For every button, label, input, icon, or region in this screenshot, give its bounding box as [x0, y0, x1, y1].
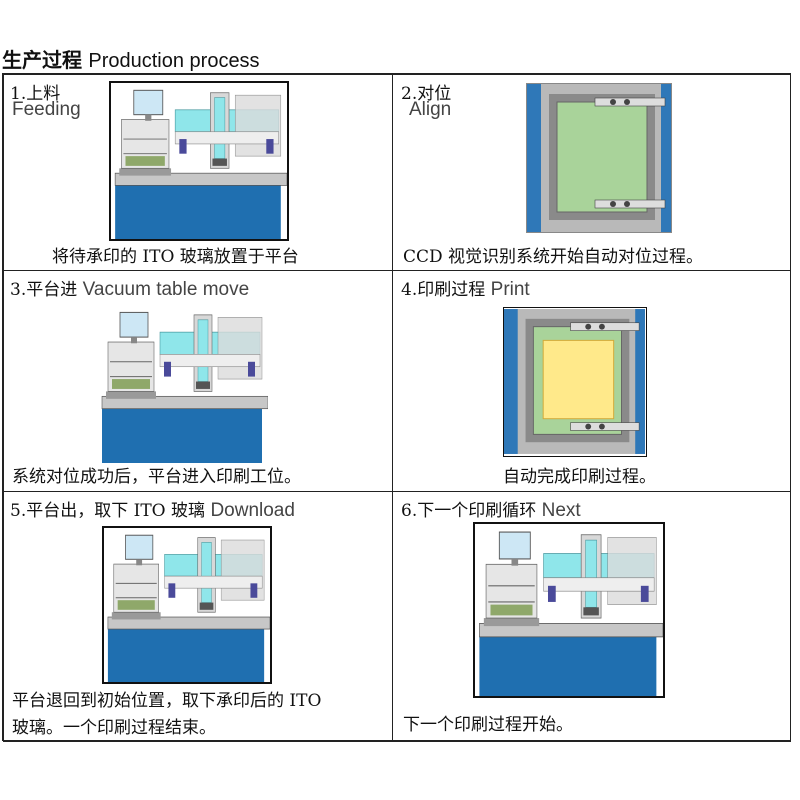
step-3-illustration: [98, 305, 268, 463]
step-4-number-zh: 4.印刷过程: [401, 280, 486, 300]
step-4-number: 4.印刷过程 Print: [401, 275, 530, 301]
step-5-cell: 5.平台出，取下 ITO 玻璃 Download 平台退回到初始位置，取下承印后…: [3, 491, 393, 742]
step-5-english: Download: [210, 500, 295, 521]
step-3-number-zh: 3.平台进: [10, 280, 78, 300]
step-5-illustration: [102, 526, 272, 684]
step-4-description: 自动完成印刷过程。: [503, 467, 656, 487]
step-3-english: Vacuum table move: [82, 279, 250, 300]
heading-zh: 生产过程: [2, 48, 82, 72]
step-2-description: CCD 视觉识别系统开始自动对位过程。: [403, 247, 704, 267]
heading-en: Production process: [88, 50, 260, 72]
step-6-description: 下一个印刷过程开始。: [403, 715, 573, 735]
step-2-illustration: [526, 83, 672, 233]
step-4-cell: 4.印刷过程 Print 自动完成印刷过程。: [392, 270, 791, 492]
step-5-number: 5.平台出，取下 ITO 玻璃 Download: [10, 496, 295, 522]
step-5-number-zh: 5.平台出，取下 ITO 玻璃: [10, 501, 206, 521]
step-1-english: Feeding: [12, 99, 81, 120]
step-3-description: 系统对位成功后，平台进入印刷工位。: [12, 467, 301, 487]
step-5-description: 平台退回到初始位置，取下承印后的 ITO 玻璃。一个印刷过程结束。: [12, 688, 322, 741]
step-5-description-line-2: 玻璃。一个印刷过程结束。: [12, 718, 216, 738]
step-4-english: Print: [490, 279, 530, 300]
step-1-description: 将待承印的 ITO 玻璃放置于平台: [52, 247, 299, 267]
step-1-number: 1.上料: [10, 84, 61, 104]
step-2-english: Align: [409, 99, 452, 120]
step-3-number: 3.平台进 Vacuum table move: [10, 275, 249, 301]
step-4-illustration: [503, 307, 647, 457]
step-3-cell: 3.平台进 Vacuum table move 系统对位成功后，平台进入印刷工位…: [3, 270, 393, 492]
step-1-illustration: [109, 81, 289, 241]
step-2-cell: 2.对位 Align CCD 视觉识别系统开始自动对位过程。: [392, 74, 791, 271]
step-1-cell: 1.上料 Feeding 将待承印的 ITO 玻璃放置于平台: [3, 74, 393, 271]
page-heading: 生产过程 Production process: [2, 44, 260, 73]
step-6-number: 6.下一个印刷循环 Next: [401, 496, 581, 522]
step-6-english: Next: [541, 500, 581, 521]
process-grid: 1.上料 Feeding 将待承印的 ITO 玻璃放置于平台 2.对位 Alig…: [2, 73, 791, 742]
step-2-number: 2.对位: [401, 84, 452, 104]
step-5-description-line-1: 平台退回到初始位置，取下承印后的 ITO: [12, 691, 322, 711]
step-6-cell: 6.下一个印刷循环 Next 下一个印刷过程开始。: [392, 491, 791, 742]
step-6-number-zh: 6.下一个印刷循环: [401, 501, 537, 521]
step-6-illustration: [473, 522, 665, 698]
